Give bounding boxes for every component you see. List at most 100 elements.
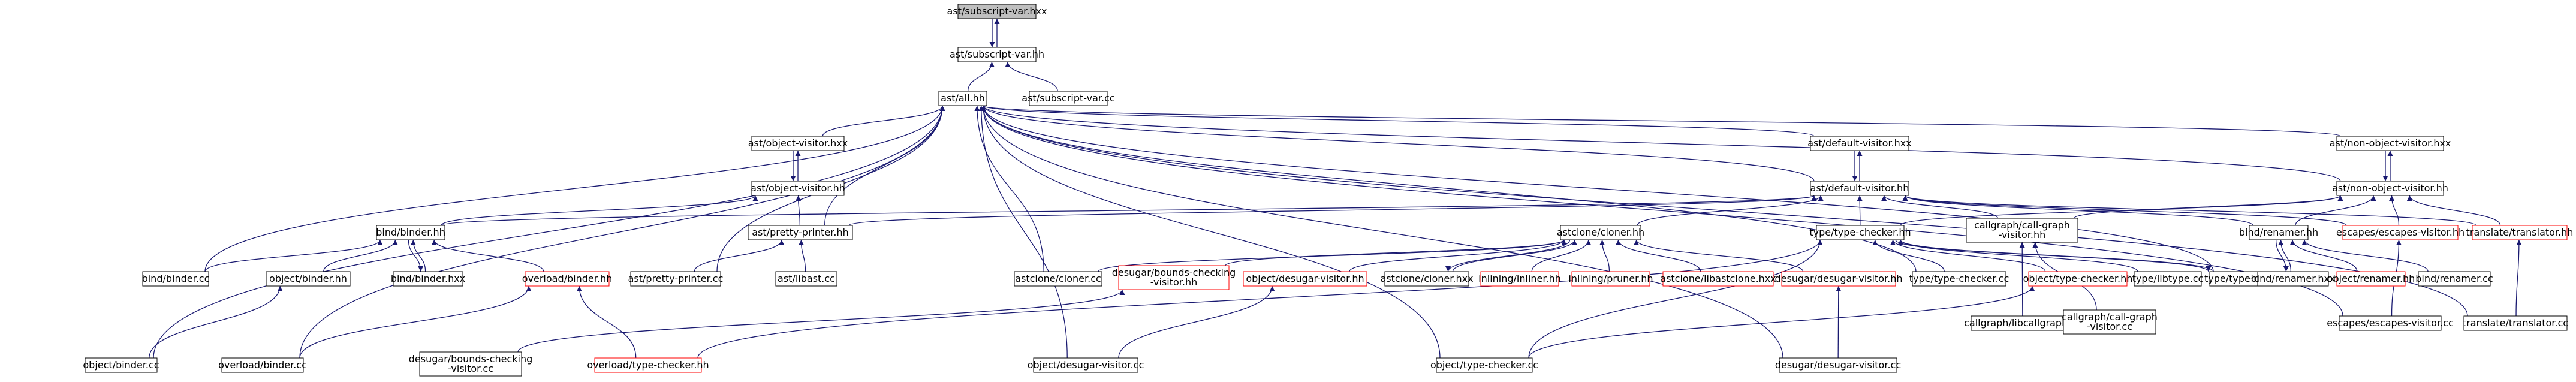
node-desugar-desugar-visitor-hh[interactable]: desugar/desugar-visitor.hh xyxy=(1775,271,1903,287)
edge-n13-n32 xyxy=(1872,239,1945,272)
node-bind-renamer-cc[interactable]: bind/renamer.cc xyxy=(2415,271,2493,287)
node-bind-renamer-hh[interactable]: bind/renamer.hh xyxy=(2239,225,2318,240)
node-box xyxy=(2342,225,2459,240)
node-astclone-cloner-cc[interactable]: astclone/cloner.cc xyxy=(1014,271,1102,287)
node-ast-pretty-printer-hh[interactable]: ast/pretty-printer.hh xyxy=(748,225,853,240)
node-box xyxy=(2463,315,2568,331)
node-ast-default-visitor-hxx[interactable]: ast/default-visitor.hxx xyxy=(1807,136,1912,151)
node-callgraph-libcallgraph-cc[interactable]: callgraph/libcallgraph.cc xyxy=(1964,315,2081,331)
node-overload-type-checker-hh[interactable]: overload/type-checker.hh xyxy=(587,357,709,373)
node-ast-default-visitor-hh[interactable]: ast/default-visitor.hh xyxy=(1810,181,1909,196)
edge-n25-n45 xyxy=(517,289,1125,353)
node-box xyxy=(1029,91,1108,106)
edge-n8-n17 xyxy=(1902,195,2476,226)
edge-n10-n18 xyxy=(204,239,383,272)
node-type-libtype-cc[interactable]: type/libtype.cc xyxy=(2132,271,2204,287)
edge-n12-n25 xyxy=(1225,239,1567,266)
edge-n8-n12 xyxy=(1637,195,1824,226)
edge-n21-n46 xyxy=(576,285,637,359)
node-label: ast/all.hh xyxy=(941,92,985,104)
node-overload-binder-hh[interactable]: overload/binder.hh xyxy=(522,271,612,287)
node-desugar-desugar-visitor-cc[interactable]: desugar/desugar-visitor.cc xyxy=(1775,357,1901,373)
node-box xyxy=(2028,271,2128,287)
node-box xyxy=(1480,271,1559,287)
node-ast-non-object-visitor-hxx[interactable]: ast/non-object-visitor.hxx xyxy=(2330,136,2451,151)
node-label: astclone/libastclone.hxx xyxy=(1660,273,1776,284)
node-object-desugar-visitor-hh[interactable]: object/desugar-visitor.hh xyxy=(1243,271,1367,287)
node-astclone-cloner-hh[interactable]: astclone/cloner.hh xyxy=(1557,225,1644,240)
node-bind-binder-hh[interactable]: bind/binder.hh xyxy=(376,225,445,240)
node-label: object/binder.hh xyxy=(269,273,347,284)
dependency-edges xyxy=(149,19,2522,359)
node-box xyxy=(1118,265,1230,290)
node-callgraph-call-graph-visitor-cc[interactable]: callgraph/call-graph-visitor.cc xyxy=(2062,309,2158,335)
node-label: bind/binder.hh xyxy=(376,227,445,238)
node-ast-object-visitor-hxx[interactable]: ast/object-visitor.hxx xyxy=(748,136,848,151)
node-type-type-checker-hh[interactable]: type/type-checker.hh xyxy=(1809,225,1911,240)
node-overload-binder-cc[interactable]: overload/binder.cc xyxy=(218,357,307,373)
edge-n1-n3 xyxy=(1005,61,1058,92)
node-object-desugar-visitor-cc[interactable]: object/desugar-visitor.cc xyxy=(1028,357,1144,373)
edge-n2-n4 xyxy=(822,105,945,137)
node-ast-non-object-visitor-hh[interactable]: ast/non-object-visitor.hh xyxy=(2332,181,2448,196)
node-box xyxy=(2134,271,2202,287)
edge-n31-n49 xyxy=(1836,285,1842,359)
node-object-binder-hh[interactable]: object/binder.hh xyxy=(266,271,351,287)
node-label: callgraph/call-graph xyxy=(2062,311,2158,323)
node-object-binder-cc[interactable]: object/binder.cc xyxy=(83,357,159,373)
node-box xyxy=(85,357,158,373)
node-bind-binder-hxx[interactable]: bind/binder.hxx xyxy=(391,271,465,287)
node-translate-translator-cc[interactable]: translate/translator.cc xyxy=(2463,315,2568,331)
node-bind-binder-cc[interactable]: bind/binder.cc xyxy=(142,271,210,287)
edge-n21-n44 xyxy=(299,285,532,359)
node-label: type/libtype.cc xyxy=(2132,273,2204,284)
node-bind-renamer-hxx[interactable]: bind/renamer.hxx xyxy=(2250,271,2336,287)
node-ast-subscript-var-hh[interactable]: ast/subscript-var.hh xyxy=(950,47,1044,62)
node-object-renamer-hh[interactable]: object/renamer.hh xyxy=(2327,271,2415,287)
node-label: callgraph/libcallgraph.cc xyxy=(1964,317,2081,329)
node-astclone-cloner-hxx[interactable]: astclone/cloner.hxx xyxy=(1380,271,1474,287)
node-label: object/type-checker.hh xyxy=(2023,273,2133,284)
node-box xyxy=(266,271,351,287)
node-ast-all-hh[interactable]: ast/all.hh xyxy=(938,91,987,106)
node-label: ast/pretty-printer.hh xyxy=(752,227,848,238)
node-label: bind/renamer.hxx xyxy=(2250,273,2335,284)
node-inlining-pruner-hh[interactable]: inlining/pruner.hh xyxy=(1568,271,1653,287)
node-box xyxy=(1571,271,1650,287)
node-callgraph-call-graph-visitor-hh[interactable]: callgraph/call-graph-visitor.hh xyxy=(1966,218,2078,243)
edge-n11-n22 xyxy=(694,239,785,272)
node-desugar-bounds-checking-visitor-cc[interactable]: desugar/bounds-checking-visitor.cc xyxy=(409,351,532,377)
edge-n13-n46 xyxy=(697,239,1823,359)
edge-n12-n28 xyxy=(1531,239,1592,272)
node-ast-subscript-var-cc[interactable]: ast/subscript-var.cc xyxy=(1022,91,1115,106)
edge-n9-n16 xyxy=(2389,195,2400,226)
node-inlining-inliner-hh[interactable]: inlining/inliner.hh xyxy=(1478,271,1561,287)
node-label: ast/object-visitor.hxx xyxy=(748,137,848,149)
node-box xyxy=(221,357,304,373)
node-escapes-escapes-visitor-cc[interactable]: escapes/escapes-visitor.cc xyxy=(2327,315,2454,331)
node-box xyxy=(1384,271,1469,287)
node-label: bind/binder.cc xyxy=(142,273,210,284)
node-escapes-escapes-visitor-hh[interactable]: escapes/escapes-visitor.hh xyxy=(2336,225,2464,240)
node-object-type-checker-hh[interactable]: object/type-checker.hh xyxy=(2023,271,2133,287)
node-ast-pretty-printer-cc[interactable]: ast/pretty-printer.cc xyxy=(628,271,724,287)
node-label: desugar/desugar-visitor.cc xyxy=(1775,359,1901,371)
node-box xyxy=(376,225,445,240)
node-box xyxy=(1971,315,2075,331)
node-box xyxy=(2336,181,2444,196)
node-type-type-checker-cc[interactable]: type/type-checker.cc xyxy=(1909,271,2009,287)
node-object-type-checker-cc[interactable]: object/type-checker.cc xyxy=(1430,357,1538,373)
node-ast-subscript-var-hxx[interactable]: ast/subscript-var.hxx xyxy=(947,4,1047,19)
node-label: inlining/inliner.hh xyxy=(1478,273,1561,284)
node-ast-libast-cc[interactable]: ast/libast.cc xyxy=(775,271,837,287)
node-astclone-libastclone-hxx[interactable]: astclone/libastclone.hxx xyxy=(1660,271,1776,287)
node-label: astclone/cloner.hxx xyxy=(1380,273,1473,284)
node-box xyxy=(1912,271,2006,287)
edge-n12-n26 xyxy=(1349,239,1567,272)
edge-n20-n10 xyxy=(408,239,424,272)
edge-n2-n47 xyxy=(978,105,1068,359)
node-translate-translator-hh[interactable]: translate/translator.hh xyxy=(2466,225,2574,240)
node-desugar-bounds-checking-visitor-hh[interactable]: desugar/bounds-checking-visitor.hh xyxy=(1112,265,1236,290)
node-ast-object-visitor-hh[interactable]: ast/object-visitor.hh xyxy=(751,181,845,196)
node-label: object/desugar-visitor.cc xyxy=(1028,359,1144,371)
